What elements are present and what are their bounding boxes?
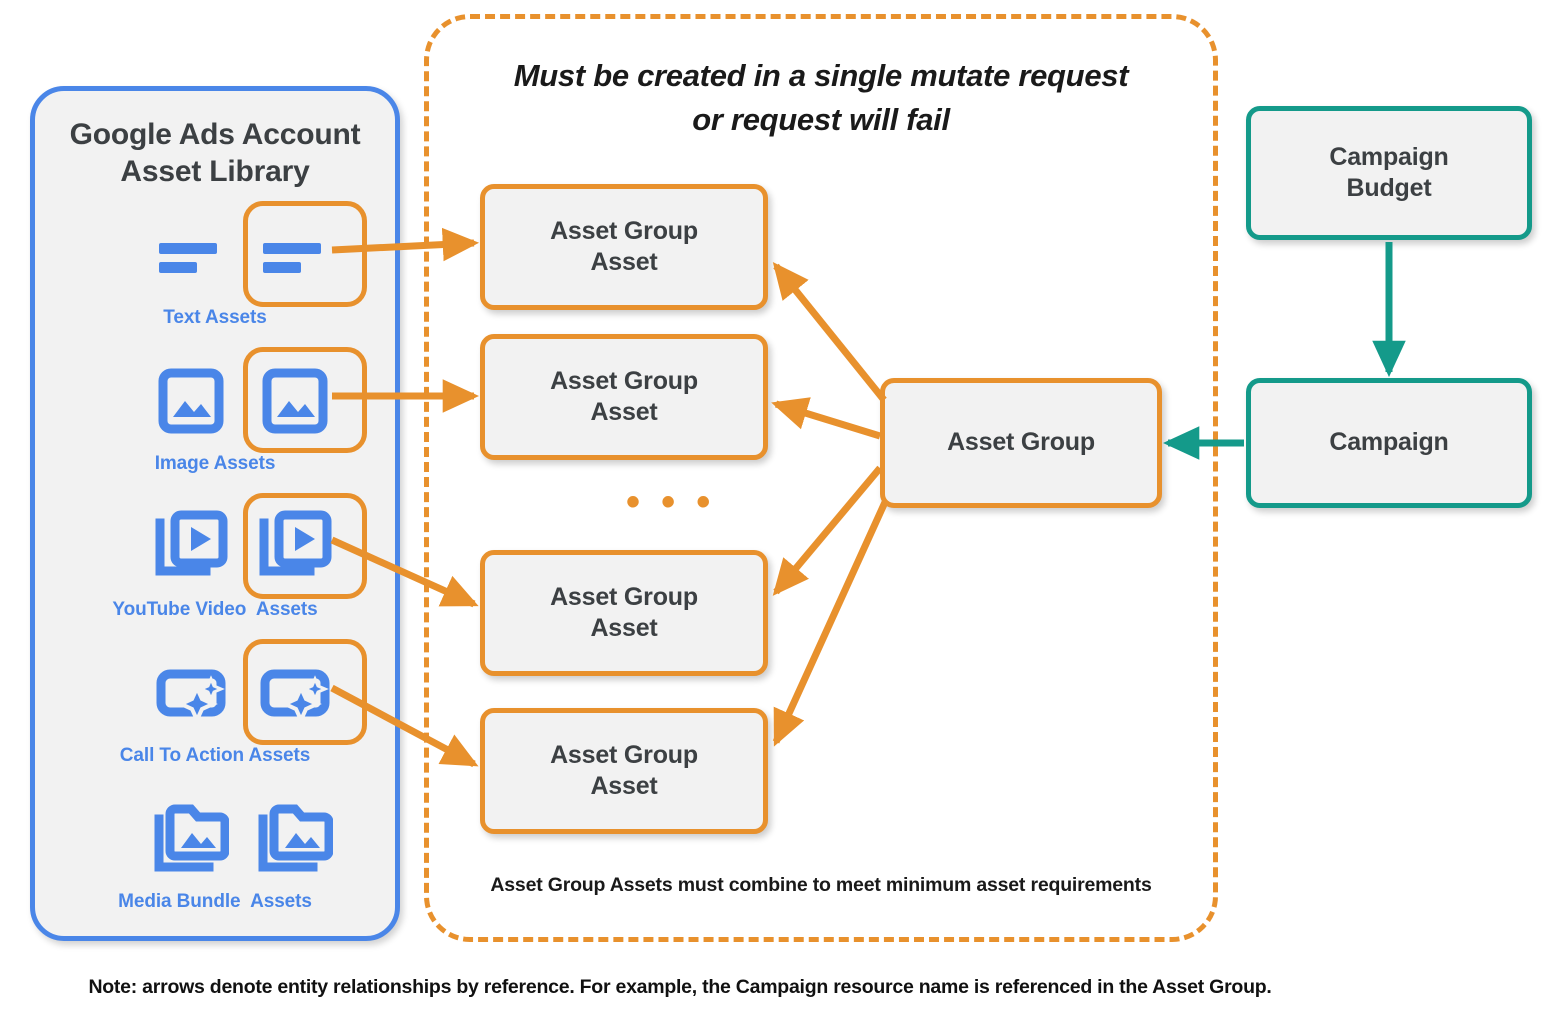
cta-asset-icons — [35, 639, 395, 745]
video-asset-icons — [35, 493, 395, 599]
text-asset-highlight-ring — [243, 201, 367, 307]
campaign-budget-line1: Campaign — [1329, 142, 1449, 171]
library-title-line2: Asset Library — [120, 154, 310, 188]
text-asset-icons — [35, 201, 395, 307]
asset-group-label: Asset Group — [947, 428, 1095, 457]
video-play-icon — [259, 510, 332, 576]
media-bundle-icon — [258, 804, 333, 872]
asset-group-asset-box[interactable]: Asset Group Asset — [480, 184, 768, 310]
asset-label-text: Text Assets — [163, 307, 267, 328]
asset-group-asset-box[interactable]: Asset Group Asset — [480, 550, 768, 676]
asset-library-title: Google Ads Account Asset Library — [35, 117, 395, 190]
asset-row-image[interactable]: Image Assets — [35, 347, 395, 475]
image-asset-highlight-ring — [243, 347, 367, 453]
call-to-action-icon — [260, 669, 330, 725]
aga-line1: Asset Group — [550, 740, 698, 769]
page-footnote: Note: arrows denote entity relationships… — [88, 976, 1272, 998]
asset-label-cta: Call To Action Assets — [119, 745, 311, 766]
asset-group-asset-box[interactable]: Asset Group Asset — [480, 334, 768, 460]
aga-line2: Asset — [590, 248, 658, 276]
asset-row-text[interactable]: Text Assets — [35, 201, 395, 329]
mutate-request-title: Must be created in a single mutate reque… — [424, 54, 1218, 142]
campaign-node[interactable]: Campaign — [1246, 378, 1532, 508]
aga-line2: Asset — [590, 614, 658, 642]
asset-label-video: YouTube Video Assets — [112, 599, 318, 620]
library-title-line1: Google Ads Account — [69, 118, 361, 151]
asset-row-video[interactable]: YouTube Video Assets — [35, 493, 395, 621]
mutate-title-line2: or request will fail — [692, 102, 950, 138]
campaign-budget-node[interactable]: Campaign Budget — [1246, 106, 1532, 240]
mutate-title-line1: Must be created in a single mutate reque… — [513, 58, 1129, 93]
video-play-icon — [155, 510, 228, 576]
asset-row-media-bundle[interactable]: Media Bundle Assets — [35, 791, 395, 913]
asset-group-asset-box[interactable]: Asset Group Asset — [480, 708, 768, 834]
media-bundle-icon — [154, 804, 229, 872]
asset-row-cta[interactable]: Call To Action Assets — [35, 639, 395, 767]
asset-label-media-bundle: Media Bundle Assets — [118, 891, 312, 912]
asset-label-image: Image Assets — [154, 453, 276, 474]
mutate-footnote: Asset Group Assets must combine to meet … — [490, 874, 1152, 896]
aga-line1: Asset Group — [550, 216, 698, 245]
text-lines-icon — [159, 243, 217, 273]
asset-library-panel: Google Ads Account Asset Library Text As… — [30, 86, 400, 941]
image-asset-icons — [35, 347, 395, 453]
image-icon — [262, 368, 328, 434]
aga-line1: Asset Group — [550, 582, 698, 611]
text-lines-icon — [263, 243, 321, 273]
campaign-label: Campaign — [1329, 428, 1449, 457]
media-bundle-icons — [35, 791, 395, 887]
asset-group-node[interactable]: Asset Group — [880, 378, 1162, 508]
aga-line1: Asset Group — [550, 366, 698, 395]
campaign-budget-line2: Budget — [1346, 174, 1432, 202]
call-to-action-icon — [156, 669, 226, 725]
aga-line2: Asset — [590, 398, 658, 426]
image-icon — [158, 368, 224, 434]
ellipsis-indicator: • • • — [626, 480, 716, 524]
aga-line2: Asset — [590, 772, 658, 800]
